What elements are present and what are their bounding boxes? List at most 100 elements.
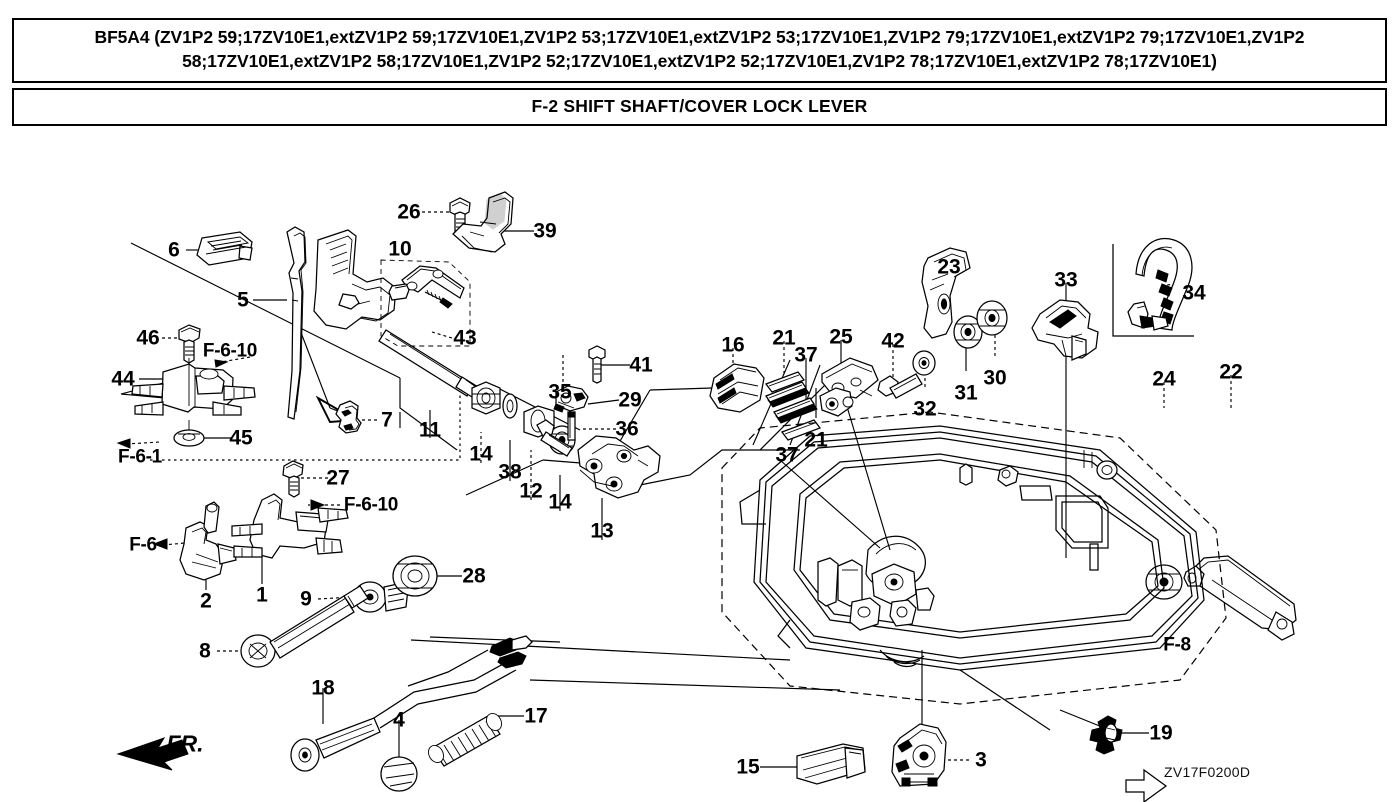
part-28-collar <box>392 555 438 597</box>
part-23-shift-bracket <box>921 247 971 339</box>
part-callout-17[interactable]: 17 <box>524 704 548 728</box>
part-callout-26[interactable]: 26 <box>397 200 421 224</box>
section-title-box: F-2 SHIFT SHAFT/COVER LOCK LEVER <box>12 87 1387 126</box>
part-15-rubber-block <box>796 743 866 785</box>
part-callout-12[interactable]: 12 <box>519 479 543 503</box>
part-10-group-outline <box>380 259 471 347</box>
part-39-lock-plate <box>452 191 514 253</box>
part-2-lever <box>179 501 237 581</box>
part-24-bushing <box>1145 564 1183 600</box>
orientation-label-fr: FR. <box>166 730 204 757</box>
part-34-lock-strap <box>1112 238 1194 337</box>
part-callout-36[interactable]: 36 <box>615 417 639 441</box>
part-42-bolt <box>877 373 923 399</box>
part-callout-30[interactable]: 30 <box>983 366 1007 390</box>
part-10-cover-lock-lever <box>313 229 397 330</box>
engine-under-case <box>721 411 1227 705</box>
part-callout-9[interactable]: 9 <box>300 587 312 611</box>
part-callout-10[interactable]: 10 <box>388 237 412 261</box>
part-callout-24[interactable]: 24 <box>1152 367 1176 391</box>
part-callout-44[interactable]: 44 <box>111 367 135 391</box>
part-callout-37[interactable]: 37 <box>775 443 799 467</box>
part-33-cover-lock-hook <box>1031 299 1099 361</box>
part-callout-43[interactable]: 43 <box>453 326 477 350</box>
part-8-shaft-assembly <box>240 585 369 668</box>
diagram-header: BF5A4 (ZV1P2 59;17ZV10E1,extZV1P2 59;17Z… <box>12 18 1387 126</box>
part-5-shift-rod <box>286 226 307 420</box>
model-title-box: BF5A4 (ZV1P2 59;17ZV10E1,extZV1P2 59;17Z… <box>12 18 1387 83</box>
part-callout-16[interactable]: 16 <box>721 333 745 357</box>
part-callout-13[interactable]: 13 <box>590 519 614 543</box>
part-callout-45[interactable]: 45 <box>229 426 253 450</box>
part-callout-15[interactable]: 15 <box>736 755 760 779</box>
part-callout-6[interactable]: 6 <box>168 238 180 262</box>
part-callout-3[interactable]: 3 <box>975 748 987 772</box>
part-callout-21[interactable]: 21 <box>772 326 796 350</box>
cable-hook-end <box>407 635 533 687</box>
part-7-clip <box>335 400 362 434</box>
reference-callout-f-8[interactable]: F-8 <box>1163 634 1191 656</box>
leader-lines <box>116 211 1232 768</box>
part-callout-1[interactable]: 1 <box>256 583 268 607</box>
part-19-clip <box>1089 715 1123 755</box>
part-callout-46[interactable]: 46 <box>136 326 160 350</box>
part-callout-4[interactable]: 4 <box>393 708 405 732</box>
part-4-cap <box>380 756 418 792</box>
part-callout-31[interactable]: 31 <box>954 381 978 405</box>
part-38-washer <box>502 393 518 419</box>
part-callout-21[interactable]: 21 <box>804 428 828 452</box>
part-21-seal-a <box>764 371 806 393</box>
part-callout-38[interactable]: 38 <box>498 460 522 484</box>
part-callout-2[interactable]: 2 <box>200 589 212 613</box>
part-3-mount-bracket <box>891 723 947 787</box>
part-16-grommet <box>709 363 765 413</box>
part-callout-35[interactable]: 35 <box>548 380 572 404</box>
part-17-spring <box>428 713 502 767</box>
part-callout-22[interactable]: 22 <box>1219 360 1243 384</box>
part-30-bushing <box>976 300 1008 336</box>
part-callout-34[interactable]: 34 <box>1182 281 1206 305</box>
part-41-bolt <box>588 345 606 384</box>
part-callout-27[interactable]: 27 <box>326 466 350 490</box>
part-callout-32[interactable]: 32 <box>913 397 937 421</box>
part-callout-33[interactable]: 33 <box>1054 268 1078 292</box>
part-callout-39[interactable]: 39 <box>533 219 557 243</box>
drawing-code: ZV17F0200D <box>1164 764 1251 780</box>
part-callout-29[interactable]: 29 <box>618 388 642 412</box>
part-27-bolt <box>282 460 304 498</box>
part-14-bushing-a <box>471 381 501 415</box>
part-callout-42[interactable]: 42 <box>881 329 905 353</box>
part-35-pin <box>536 419 573 457</box>
part-43-lever-spring <box>388 265 465 309</box>
part-callout-11[interactable]: 11 <box>418 418 442 442</box>
part-callout-18[interactable]: 18 <box>311 676 335 700</box>
part-callout-14[interactable]: 14 <box>469 442 493 466</box>
part-callout-41[interactable]: 41 <box>629 353 653 377</box>
part-31-bushing <box>953 315 983 349</box>
part-callout-23[interactable]: 23 <box>937 255 961 279</box>
part-37-seal-a <box>765 381 810 408</box>
part-callout-7[interactable]: 7 <box>381 408 393 432</box>
part-callout-28[interactable]: 28 <box>462 564 486 588</box>
reference-callout-f-6[interactable]: F-6 <box>129 534 157 556</box>
part-callout-14[interactable]: 14 <box>548 490 572 514</box>
part-36-pin <box>567 411 576 441</box>
fr-arrow-icon <box>116 737 189 771</box>
part-25-mount-block <box>819 357 879 417</box>
part-callout-25[interactable]: 25 <box>829 325 853 349</box>
part-13-shift-arm <box>577 435 661 499</box>
part-callout-5[interactable]: 5 <box>237 288 249 312</box>
part-18-cable <box>290 657 517 772</box>
reference-callout-f-6-10[interactable]: F-6-10 <box>343 494 399 516</box>
reference-callout-f-6-1[interactable]: F-6-1 <box>118 446 162 468</box>
reference-callout-f-6-10[interactable]: F-6-10 <box>202 340 258 362</box>
part-32-washer <box>912 350 936 376</box>
part-callout-37[interactable]: 37 <box>794 343 818 367</box>
part-callout-19[interactable]: 19 <box>1149 721 1173 745</box>
part-callout-8[interactable]: 8 <box>199 639 211 663</box>
exploded-parts-drawing: .ln { fill:none; stroke:#000; stroke-wid… <box>0 150 1399 802</box>
part-45-washer <box>173 420 205 447</box>
part-46-bolt <box>178 324 201 364</box>
part-37-seal-b <box>773 397 818 424</box>
